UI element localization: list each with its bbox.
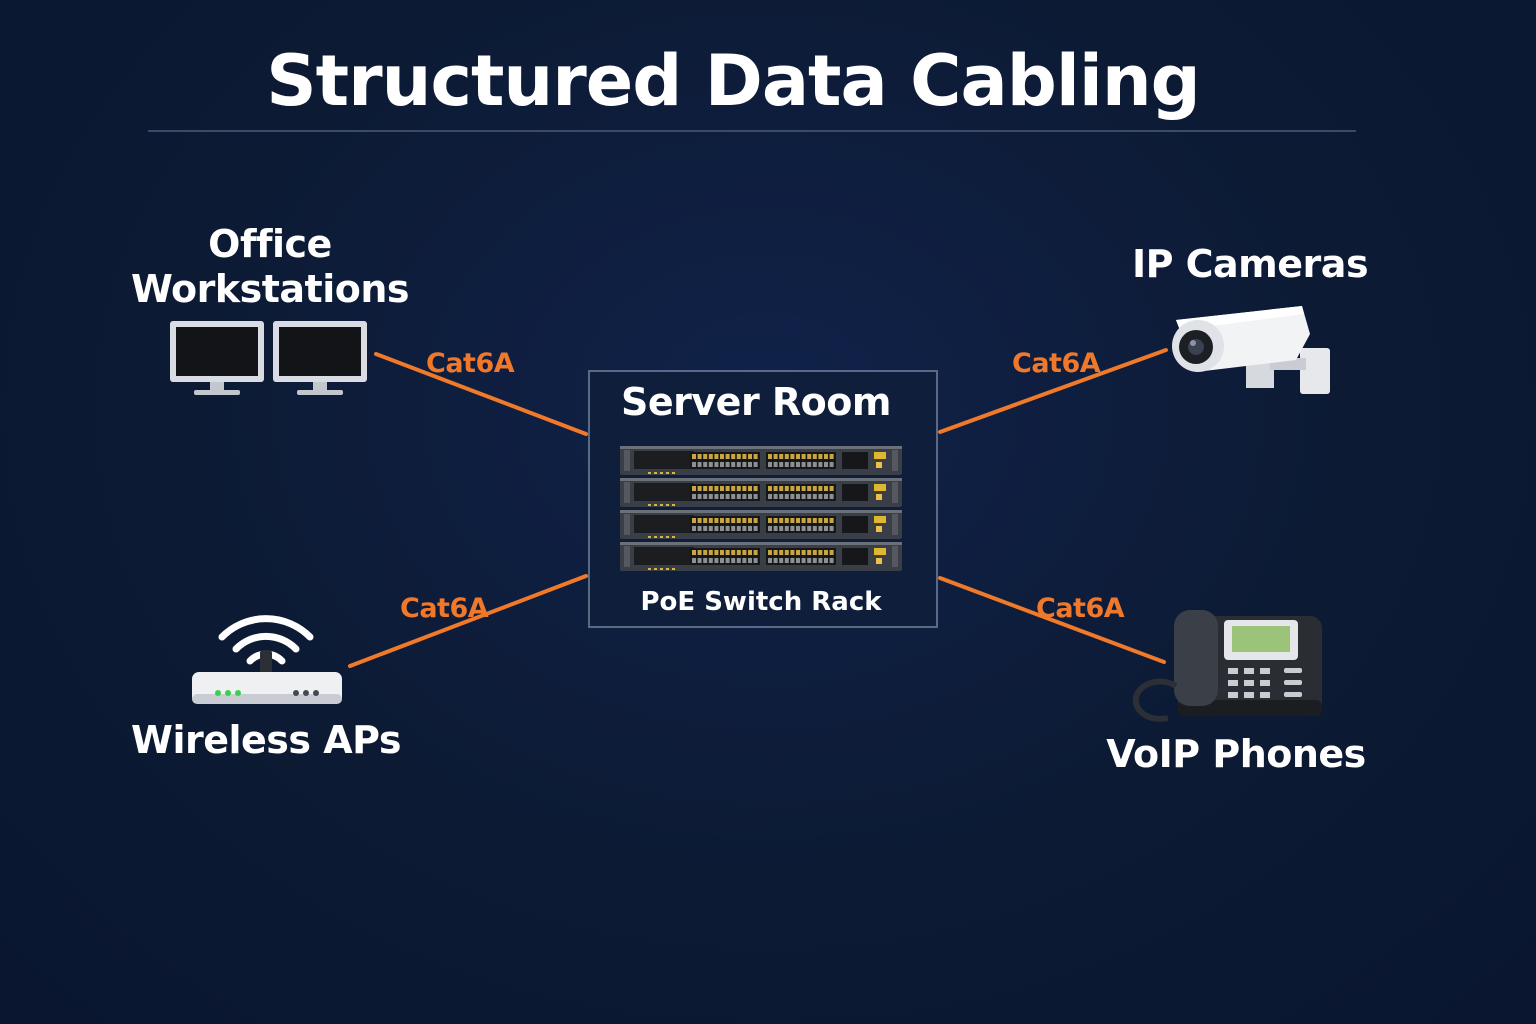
page-title: Structured Data Cabling: [266, 40, 1201, 122]
aps-label: Wireless APs: [131, 718, 401, 762]
server-room-title: Server Room: [621, 380, 891, 424]
phones-label: VoIP Phones: [1106, 732, 1366, 776]
title-divider: [148, 130, 1356, 132]
cable-phones: [938, 576, 1166, 664]
phone-icon: [1132, 610, 1322, 722]
camera-icon: [1172, 306, 1330, 394]
cable-label-phones: Cat6A: [1036, 593, 1125, 624]
cable-label-workstations: Cat6A: [426, 348, 515, 379]
switch-rack-caption: PoE Switch Rack: [640, 587, 882, 617]
cable-label-aps: Cat6A: [400, 593, 489, 624]
workstations-label-line1: Office: [208, 222, 332, 266]
cable-workstations: [374, 352, 588, 436]
wireless-ap-icon: [192, 615, 342, 704]
cameras-label: IP Cameras: [1131, 242, 1369, 286]
monitor-icon: [170, 321, 367, 395]
cable-cameras: [938, 348, 1168, 434]
cable-aps: [348, 574, 588, 668]
workstations-label-line2: Workstations: [130, 267, 410, 311]
workstations-label: Office Workstations: [120, 222, 420, 312]
cable-label-cameras: Cat6A: [1012, 348, 1101, 379]
